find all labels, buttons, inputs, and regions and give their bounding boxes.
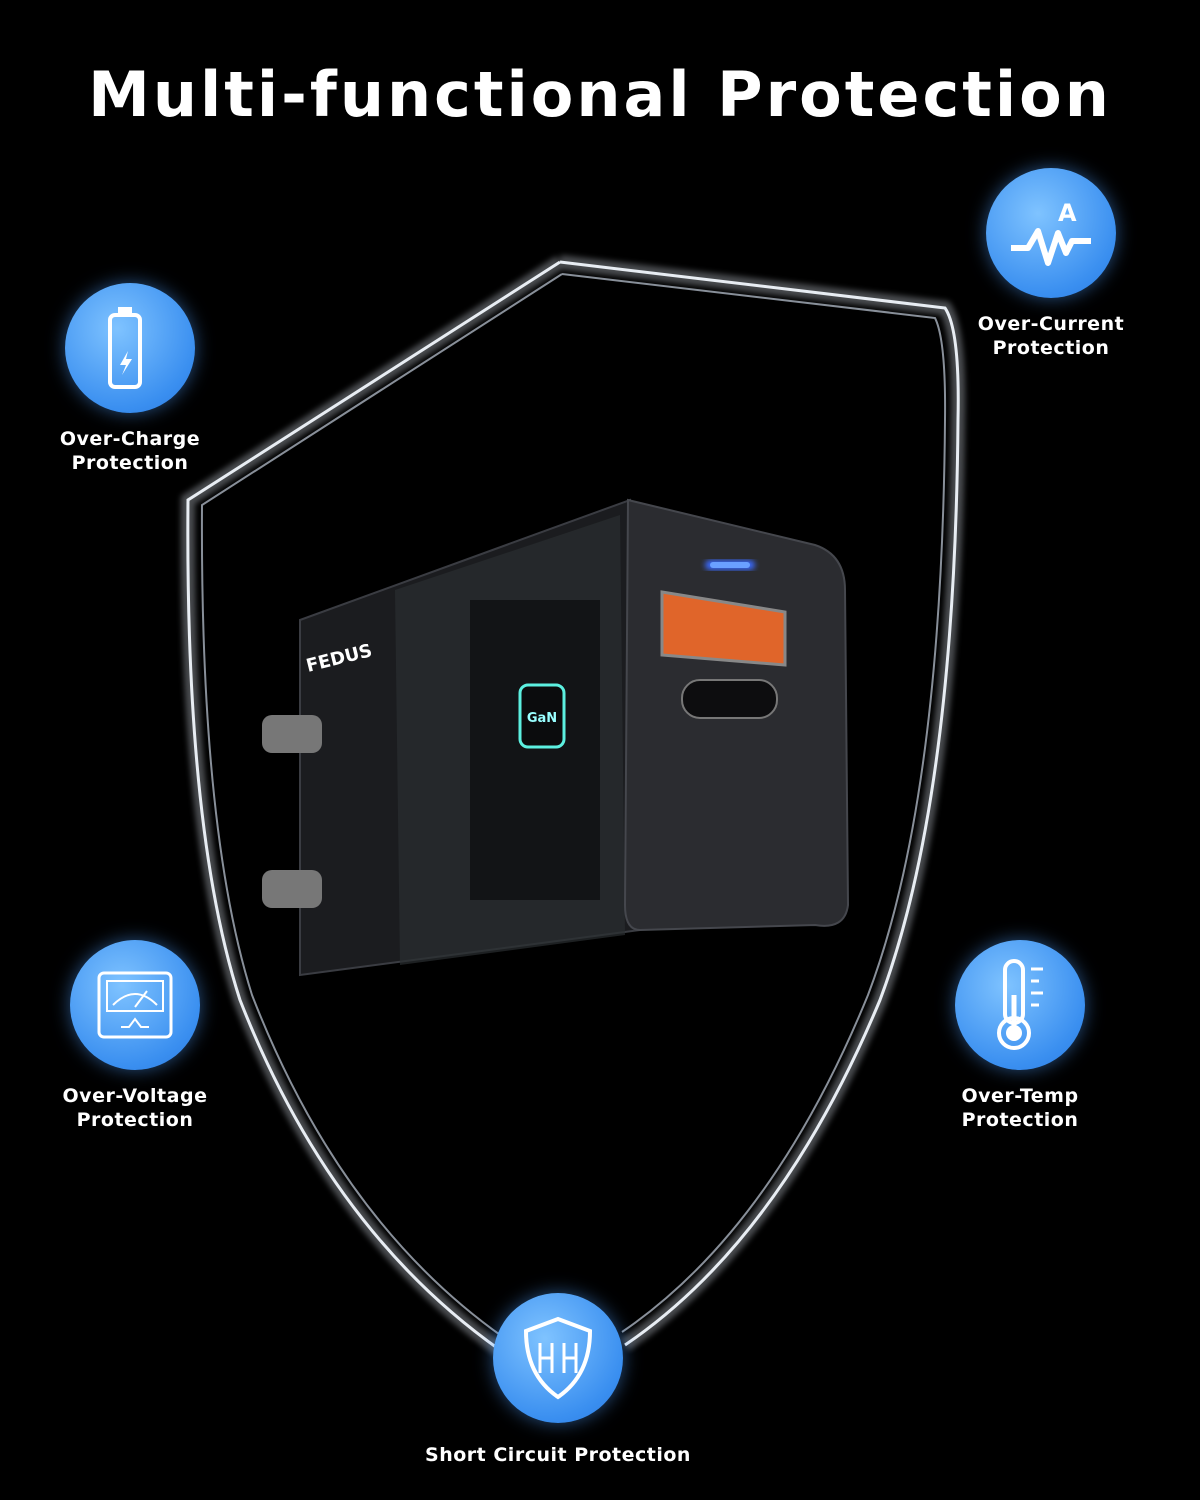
page-title: Multi-functional Protection	[88, 58, 1112, 131]
feature-title: Over-Temp	[961, 1085, 1079, 1107]
feature-subtitle: Protection	[76, 1109, 194, 1131]
current-wave-icon: A	[986, 168, 1116, 298]
thermometer-icon	[955, 940, 1085, 1070]
feature-title: Over-Voltage	[62, 1085, 208, 1107]
ampere-glyph: A	[1058, 199, 1077, 227]
battery-icon	[65, 283, 195, 413]
charger-image: GaN FEDUS	[262, 498, 850, 977]
feature-subtitle: Protection	[71, 452, 189, 474]
feature-subtitle: Protection	[992, 337, 1110, 359]
feature-title: Over-Charge	[59, 428, 201, 450]
gan-chip-label: GaN	[527, 711, 557, 726]
shield-icon	[493, 1293, 623, 1423]
feature-subtitle: Protection	[961, 1109, 1079, 1131]
feature-title: Over-Current	[977, 313, 1125, 335]
feature-short-circuit: Short Circuit Protection	[408, 1293, 708, 1467]
voltmeter-icon	[70, 940, 200, 1070]
feature-title: Short Circuit Protection	[425, 1444, 691, 1466]
